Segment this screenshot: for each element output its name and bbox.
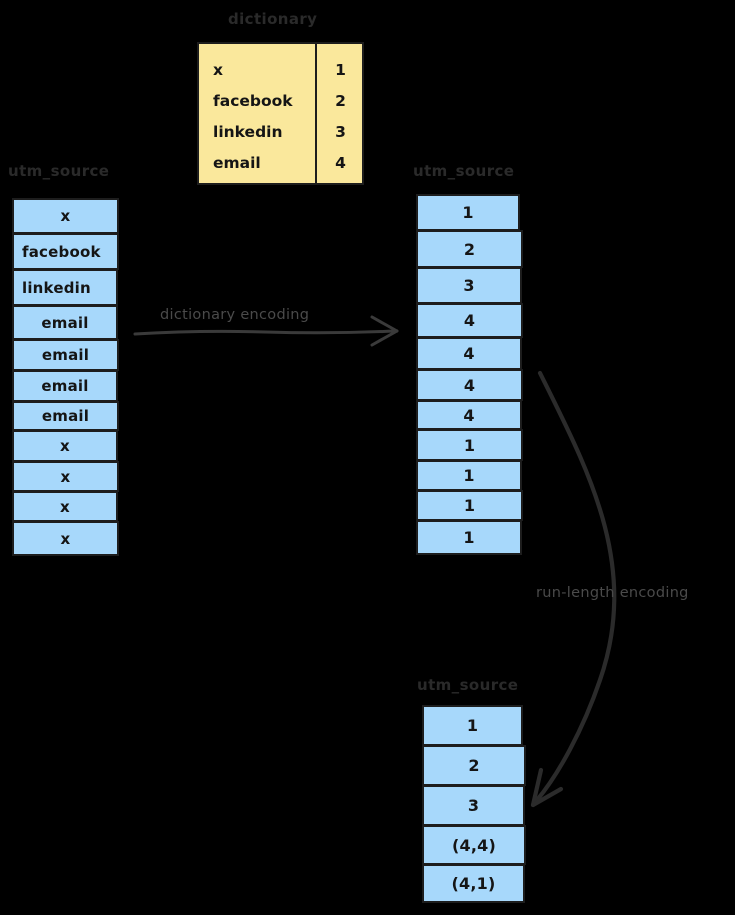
source-cell: x <box>12 491 118 522</box>
source-cell: email <box>12 370 118 402</box>
run-length-encoding-arrow <box>530 370 617 808</box>
encoded-cell: 2 <box>416 230 523 268</box>
rle-cell: 1 <box>422 705 523 746</box>
source-cell: linkedin <box>12 269 118 306</box>
source-cell: x <box>12 430 118 462</box>
dictionary-column-divider <box>315 44 317 183</box>
source-cell: x <box>12 198 119 234</box>
dictionary-value: 4 <box>335 154 346 172</box>
dictionary-key: email <box>213 154 261 172</box>
dictionary-encoded-column-label: utm_source <box>413 162 515 180</box>
encoded-cell: 4 <box>416 369 523 401</box>
source-cell: facebook <box>12 233 119 270</box>
run-length-encoded-column-label: utm_source <box>417 676 519 694</box>
dictionary-title: dictionary <box>228 10 318 28</box>
source-column: x facebook linkedin email email email em… <box>12 198 119 580</box>
dictionary-key: linkedin <box>213 123 283 141</box>
source-cell: email <box>12 339 119 371</box>
encoded-cell: 1 <box>416 490 523 521</box>
run-length-encoding-label: run-length encoding <box>536 585 689 601</box>
rle-cell: (4,4) <box>422 825 526 865</box>
source-column-label: utm_source <box>8 162 110 180</box>
encoded-cell: 1 <box>416 194 520 231</box>
dictionary-key: facebook <box>213 92 293 110</box>
source-cell: email <box>12 401 119 431</box>
encoded-cell: 4 <box>416 400 522 430</box>
rle-cell: 3 <box>422 785 525 826</box>
dictionary-encoding-label: dictionary encoding <box>160 307 310 323</box>
dictionary-value: 3 <box>335 123 346 141</box>
dictionary-table: x 1 facebook 2 linkedin 3 email 4 <box>197 42 364 185</box>
dictionary-value: 1 <box>335 61 346 79</box>
dictionary-value: 2 <box>335 92 346 110</box>
encoded-cell: 1 <box>416 429 523 461</box>
dictionary-encoded-column: 1 2 3 4 4 4 4 1 1 1 1 <box>416 194 523 573</box>
dictionary-encoding-arrow <box>133 315 399 347</box>
encoded-cell: 4 <box>416 337 522 370</box>
encoded-cell: 3 <box>416 267 522 304</box>
source-cell: x <box>12 461 119 492</box>
encoded-cell: 1 <box>416 460 522 491</box>
encoded-cell: 4 <box>416 303 523 338</box>
rle-cell: (4,1) <box>422 864 525 903</box>
source-cell: x <box>12 521 119 556</box>
encoded-cell: 1 <box>416 520 522 555</box>
run-length-encoded-column: 1 2 3 (4,4) (4,1) <box>422 705 526 903</box>
rle-cell: 2 <box>422 745 526 786</box>
source-cell: email <box>12 305 118 340</box>
dictionary-key: x <box>213 61 223 79</box>
